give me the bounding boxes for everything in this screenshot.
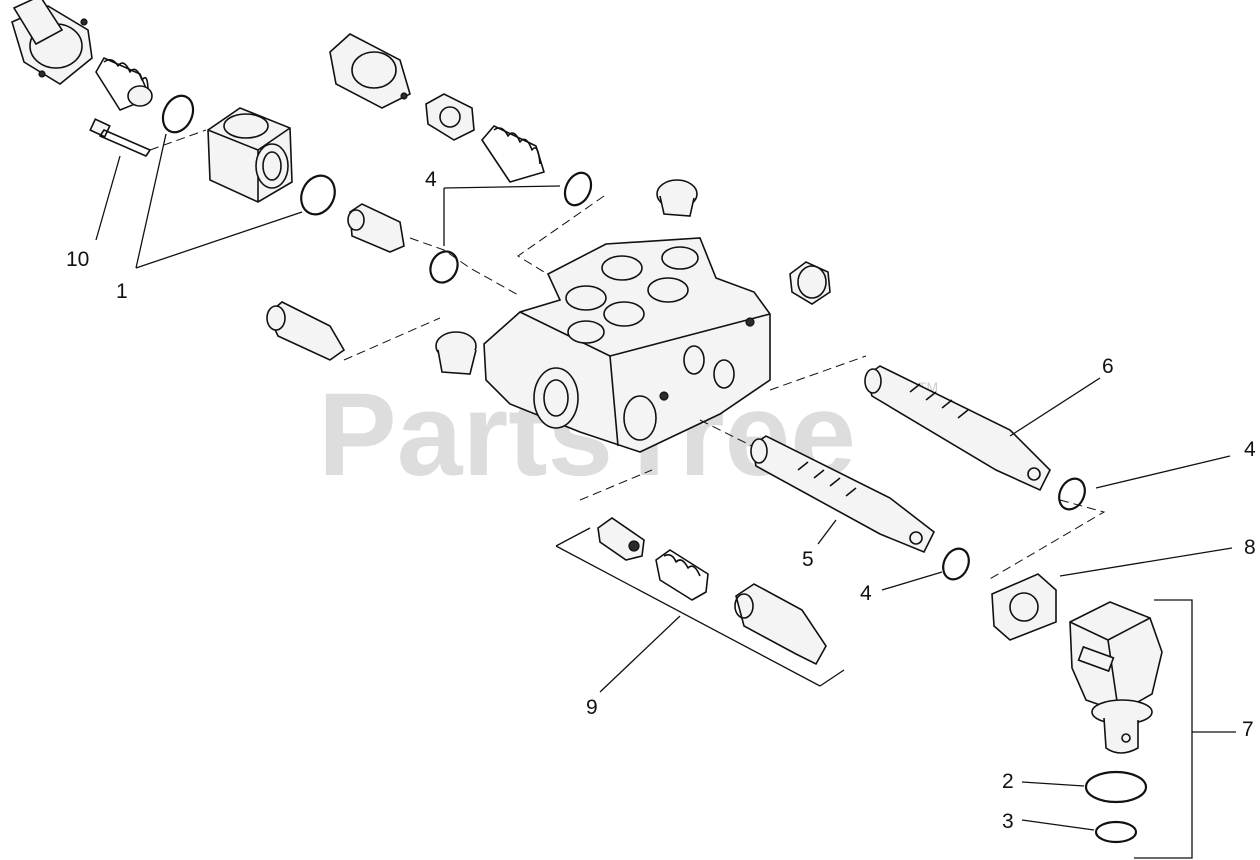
part-o-ring-4-right <box>1058 477 1086 511</box>
part-o-ring-4-top <box>563 171 593 207</box>
part-spool-6 <box>864 365 1051 492</box>
callout-5: 5 <box>802 548 814 571</box>
part-check-valve-left <box>266 301 346 361</box>
callout-3: 3 <box>1002 810 1014 833</box>
part-end-cap-top-center <box>329 33 411 109</box>
callout-6: 6 <box>1102 355 1114 378</box>
part-plug-top <box>656 179 698 217</box>
part-housing-block <box>207 107 293 203</box>
part-o-ring-4-mid <box>429 250 459 284</box>
part-spool-5 <box>750 435 936 554</box>
callout-1: 1 <box>116 280 128 303</box>
callout-4-lower: 4 <box>860 582 872 605</box>
part-o-ring-2 <box>1084 770 1148 804</box>
callout-labels: 1 10 4 6 4 5 8 4 9 7 2 3 <box>66 168 1256 833</box>
part-o-ring-3 <box>1094 820 1138 844</box>
part-o-ring-1-lower <box>300 174 336 216</box>
part-gasket-8 <box>991 573 1057 641</box>
leader-lines <box>95 133 1236 859</box>
part-end-cap-top-left <box>11 0 93 85</box>
part-actuator-7 <box>1069 601 1163 754</box>
callout-4-top: 4 <box>425 168 437 191</box>
callout-2: 2 <box>1002 770 1014 793</box>
part-plug-right <box>789 261 831 305</box>
part-valve-body <box>483 237 771 453</box>
part-bolt-10 <box>89 118 151 157</box>
part-spring-top-center <box>481 125 545 183</box>
part-o-ring-4-lower <box>942 547 970 581</box>
part-plug-left <box>435 331 477 375</box>
assembly-dash-lines <box>149 129 1106 581</box>
part-relief-valve-9 <box>597 517 827 666</box>
callout-10: 10 <box>66 248 89 271</box>
callout-7: 7 <box>1242 718 1254 741</box>
part-plunger-left <box>347 203 405 253</box>
callout-4-right: 4 <box>1244 438 1256 461</box>
part-spring-top-left <box>95 57 153 111</box>
callout-9: 9 <box>586 696 598 719</box>
part-o-ring-1-upper <box>161 94 195 134</box>
callout-8: 8 <box>1244 536 1256 559</box>
part-gasket-top <box>425 93 475 141</box>
